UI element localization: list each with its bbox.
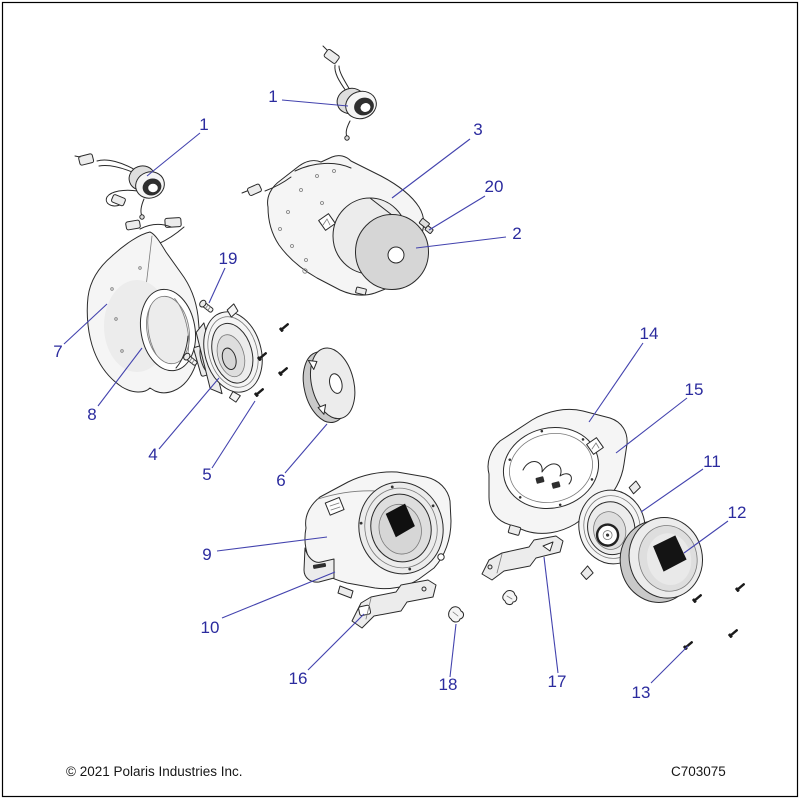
callout-number-1-0: 1 [268, 87, 277, 106]
callout-number-15-20: 15 [685, 380, 704, 399]
leader-line-17-15 [543, 556, 559, 674]
callout-number-7-5: 7 [53, 342, 62, 361]
leader-line-12-18 [683, 520, 729, 554]
leader-line-20-3 [428, 195, 486, 231]
leader-line-4-8 [158, 377, 220, 450]
footer-diagram-code: C703075 [671, 764, 726, 779]
callout-number-6-10: 6 [276, 471, 285, 490]
leader-line-7-5 [63, 303, 108, 345]
part-retainer-clip-b [502, 590, 518, 605]
leader-line-11-17 [640, 468, 704, 513]
footer-copyright: © 2021 Polaris Industries Inc. [66, 764, 243, 779]
part-tweeter-speaker-left [74, 153, 165, 220]
leader-line-1-0 [281, 99, 349, 107]
leader-line-9-11 [216, 536, 328, 552]
callout-number-4-8: 4 [148, 445, 157, 464]
leader-line-8-6 [97, 347, 143, 407]
leader-line-13-16 [650, 645, 689, 684]
part-screws-13 [682, 581, 747, 651]
callout-number-9-11: 9 [202, 545, 211, 564]
part-speaker-4 [193, 303, 263, 403]
leader-line-14-19 [588, 342, 644, 423]
leader-line-19-7 [208, 267, 226, 304]
callout-number-19-7: 19 [219, 249, 238, 268]
leader-line-18-14 [449, 623, 457, 678]
part-cover-disc-6 [302, 347, 356, 423]
callout-number-8-6: 8 [87, 405, 96, 424]
part-screw-19 [197, 298, 215, 315]
part-speaker-enclosure-7 [86, 217, 201, 394]
leader-line-5-9 [211, 400, 256, 469]
leader-line-6-10 [284, 423, 328, 474]
leader-line-1-1 [146, 132, 201, 177]
part-speaker-grille-12 [619, 516, 703, 603]
callout-number-3-2: 3 [473, 120, 482, 139]
callout-number-2-4: 2 [512, 224, 521, 243]
callout-number-18-14: 18 [439, 675, 458, 694]
callout-number-13-16: 13 [632, 683, 651, 702]
leader-line-15-20 [615, 397, 688, 454]
callout-number-20-3: 20 [485, 177, 504, 196]
part-retainer-clip-18 [448, 606, 464, 623]
part-mount-bracket-16 [351, 579, 437, 629]
callout-number-1-1: 1 [199, 115, 208, 134]
callout-number-11-17: 11 [703, 452, 721, 471]
callout-number-5-9: 5 [202, 465, 211, 484]
callout-number-17-15: 17 [548, 672, 567, 691]
callout-number-16-13: 16 [289, 669, 308, 688]
callout-number-10-12: 10 [201, 618, 220, 637]
leader-line-10-12 [221, 571, 336, 619]
callout-number-12-18: 12 [728, 503, 747, 522]
part-screws-5 [253, 321, 291, 398]
part-subwoofer-enclosure-3 [241, 155, 434, 296]
part-speaker-enclosure-9 [303, 471, 452, 599]
part-tweeter-speaker-top [322, 45, 377, 141]
leader-line-16-13 [307, 613, 365, 671]
leader-line-2-4 [415, 236, 507, 249]
leader-line-3-2 [391, 138, 471, 199]
callout-number-14-19: 14 [640, 324, 659, 343]
part-mount-bracket-17 [481, 535, 564, 581]
